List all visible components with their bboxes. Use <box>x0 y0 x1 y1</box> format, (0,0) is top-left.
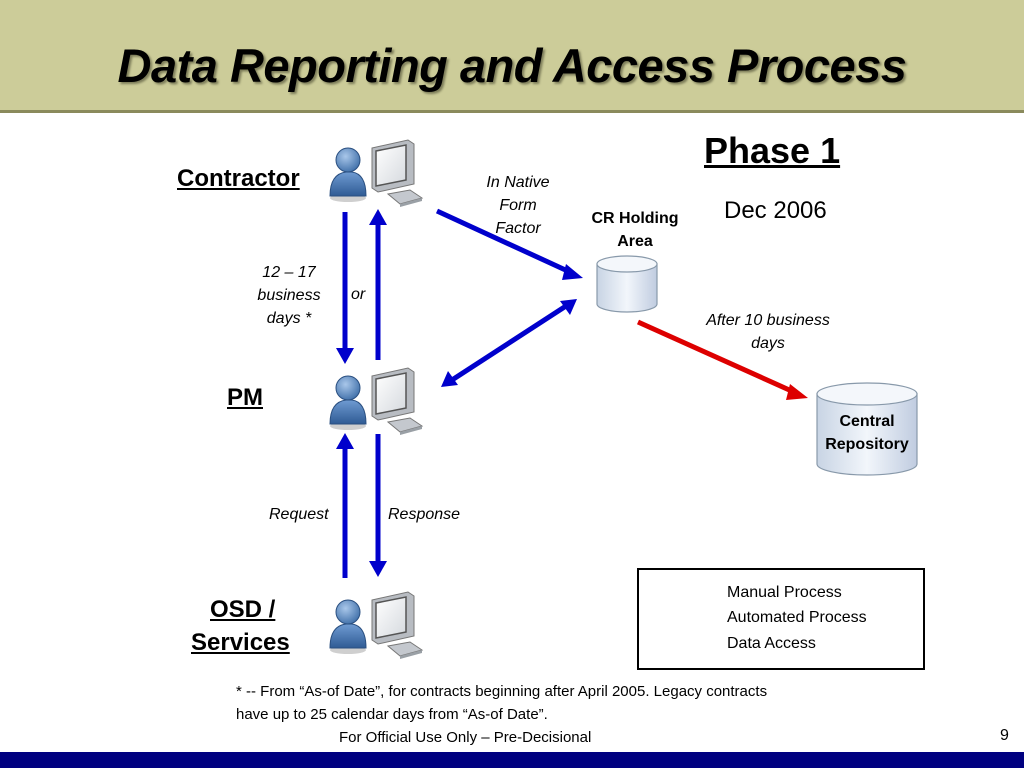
after-business-days-label: After 10 business days <box>688 309 848 355</box>
legend: Manual Process Automated Process Data Ac… <box>637 568 925 670</box>
arrow-osd-request-to-pm <box>336 433 354 578</box>
business-days-label: 12 – 17 business days * <box>244 261 334 330</box>
cr-line-2: Area <box>617 233 653 250</box>
days-line-1: 12 – 17 <box>262 264 316 281</box>
after-line-1: After 10 business <box>706 312 830 329</box>
central-repository-label: Central Repository <box>812 410 922 456</box>
or-label: or <box>351 286 366 303</box>
footnote-line-1: * -- From “As-of Date”, for contracts be… <box>236 683 768 700</box>
legend-label-access: Data Access <box>727 635 816 652</box>
native-line-3: Factor <box>495 220 541 237</box>
arrow-cr-holding-pm-bidirectional <box>441 299 577 387</box>
contractor-user-pc-icon <box>329 139 423 208</box>
native-line-2: Form <box>499 197 537 214</box>
slide-title: Data Reporting and Access Process <box>117 39 907 92</box>
response-label: Response <box>388 506 461 523</box>
arrow-contractor-to-pm <box>336 212 354 364</box>
native-form-factor-label: In Native Form Factor <box>470 171 566 240</box>
legend-label-automated: Automated Process <box>727 609 867 626</box>
phase-date: Dec 2006 <box>724 197 827 224</box>
footer-bar <box>0 752 1024 768</box>
cr-holding-area-label: CR Holding Area <box>576 207 694 253</box>
cr-line-1: CR Holding <box>591 210 679 227</box>
request-label: Request <box>269 506 329 523</box>
legend-label-manual: Manual Process <box>727 584 842 601</box>
central-line-1: Central <box>839 413 895 430</box>
page-number: 9 <box>1000 727 1009 744</box>
osd-label-line1: OSD / <box>210 596 276 623</box>
arrow-pm-response-to-osd <box>369 434 387 577</box>
days-line-2: business <box>257 287 321 304</box>
central-line-2: Repository <box>825 436 909 453</box>
osd-label-line2: Services <box>191 629 290 656</box>
header-banner: Data Reporting and Access Process <box>0 0 1024 113</box>
footer-classification: For Official Use Only – Pre-Decisional <box>339 729 592 746</box>
arrow-contractor-to-cr-holding <box>435 208 583 280</box>
phase-title: Phase 1 <box>704 130 841 171</box>
central-repository-database-icon <box>816 382 918 476</box>
after-line-2: days <box>751 335 785 352</box>
native-line-1: In Native <box>486 174 550 191</box>
arrow-pm-to-contractor <box>369 209 387 360</box>
cr-holding-area-database-icon <box>596 255 658 313</box>
days-line-3: days * <box>266 310 312 327</box>
osd-user-pc-icon <box>329 591 423 660</box>
footnote-line-2: have up to 25 calendar days from “As-of … <box>236 706 548 723</box>
pm-label: PM <box>227 384 263 411</box>
footnote: * -- From “As-of Date”, for contracts be… <box>236 680 767 726</box>
contractor-label: Contractor <box>177 165 300 192</box>
arrow-cr-holding-to-central-repository <box>636 319 808 400</box>
pm-user-pc-icon <box>329 367 423 436</box>
